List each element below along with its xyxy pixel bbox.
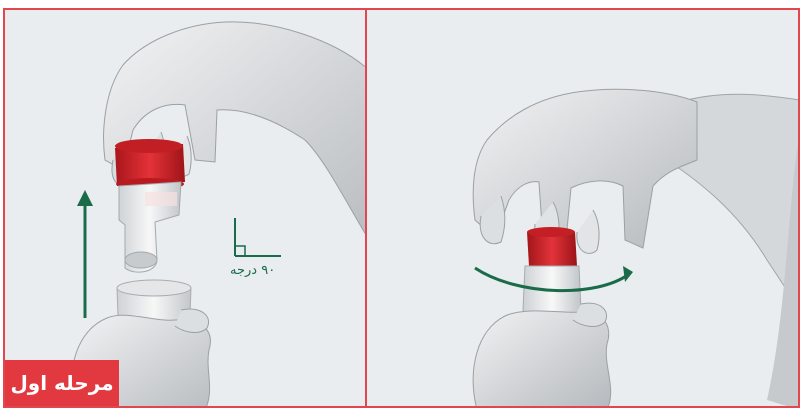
inhaler-cap (527, 227, 577, 266)
up-arrow-icon (77, 190, 93, 318)
step-one-panel: ۹۰ درجه مرحله اول (3, 8, 367, 408)
step-badge: مرحله اول (5, 360, 119, 406)
step-one-illustration (5, 10, 367, 408)
angle-label: ۹۰ درجه (230, 263, 275, 278)
inhaler-body (119, 182, 181, 272)
twist-illustration (367, 10, 800, 408)
right-angle-icon (235, 218, 281, 256)
lower-glove-hand (473, 303, 610, 408)
upper-glove-hand (473, 89, 697, 253)
twist-panel (367, 8, 800, 408)
